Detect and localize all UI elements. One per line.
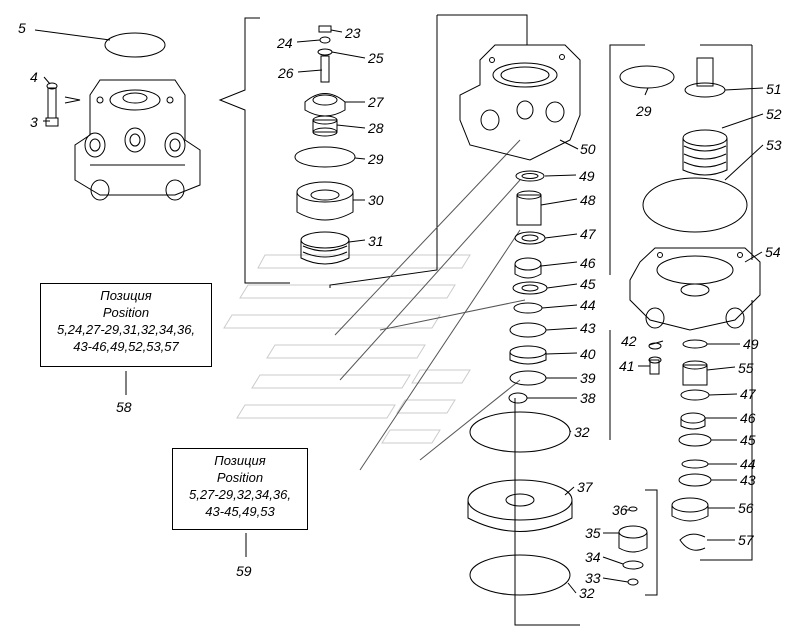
label-5: 5	[18, 20, 26, 36]
kit-ref-58: 58	[116, 399, 132, 415]
label-53: 53	[766, 137, 782, 153]
label-49a: 49	[579, 168, 595, 184]
label-30: 30	[368, 192, 384, 208]
kit-positions-line2: 43-45,49,53	[205, 504, 275, 519]
label-54: 54	[765, 244, 781, 260]
label-27: 27	[367, 94, 385, 110]
label-41: 41	[619, 358, 635, 374]
label-23: 23	[344, 25, 361, 41]
kit-title-ru: Позиция	[100, 288, 152, 303]
kit-box-58: Позиция Position 5,24,27-29,31,32,34,36,…	[40, 283, 212, 367]
parts-stack-51-53	[619, 57, 748, 233]
label-47a: 47	[580, 226, 597, 242]
kit-box-59: Позиция Position 5,27-29,32,34,36, 43-45…	[172, 448, 308, 530]
label-29a: 29	[367, 151, 384, 167]
label-37: 37	[577, 479, 594, 495]
label-32a: 32	[574, 424, 590, 440]
housing-top-50	[459, 44, 581, 161]
label-56: 56	[738, 500, 754, 516]
parts-stack-41-57	[648, 339, 712, 551]
label-36: 36	[612, 502, 628, 518]
label-35: 35	[585, 525, 601, 541]
label-31: 31	[368, 233, 384, 249]
label-29b: 29	[635, 103, 652, 119]
label-46b: 46	[740, 410, 756, 426]
label-26: 26	[277, 65, 294, 81]
label-38: 38	[580, 390, 596, 406]
label-49b: 49	[743, 336, 759, 352]
label-33: 33	[585, 570, 601, 586]
label-42: 42	[621, 333, 637, 349]
bracket-small	[645, 489, 658, 596]
label-44a: 44	[580, 297, 596, 313]
label-43a: 43	[580, 320, 596, 336]
kit-positions-line2: 43-46,49,52,53,57	[73, 339, 179, 354]
label-52: 52	[766, 106, 782, 122]
kit-title-ru: Позиция	[214, 453, 266, 468]
seal-ring-5	[104, 32, 166, 58]
label-39: 39	[580, 370, 596, 386]
label-51: 51	[766, 81, 782, 97]
part-labels: 5 4 3 23 24 25 26 27 28 29 30 31 50 49 4…	[18, 20, 782, 601]
label-50: 50	[580, 141, 596, 157]
housing-bottom-54	[629, 247, 761, 331]
kit-title-en: Position	[216, 470, 264, 485]
label-48: 48	[580, 192, 596, 208]
kit-ref-59: 59	[236, 563, 252, 579]
parts-stack-23-31	[294, 25, 356, 265]
label-28: 28	[367, 120, 384, 136]
label-44b: 44	[740, 456, 756, 472]
label-4: 4	[30, 69, 38, 85]
label-46a: 46	[580, 255, 596, 271]
label-32b: 32	[579, 585, 595, 601]
label-45a: 45	[580, 276, 596, 292]
label-57: 57	[738, 532, 755, 548]
label-leaders	[34, 29, 764, 594]
label-40: 40	[580, 346, 596, 362]
label-34: 34	[585, 549, 601, 565]
label-47b: 47	[740, 386, 757, 402]
bracket-frame-left	[218, 17, 290, 284]
valve-body-assembly-left	[45, 32, 201, 201]
parts-stack-37-49	[467, 170, 573, 596]
label-55: 55	[738, 360, 754, 376]
parts-stack-33-36	[618, 506, 648, 586]
watermark-logo	[223, 254, 471, 444]
label-25: 25	[367, 50, 384, 66]
label-24: 24	[276, 35, 293, 51]
label-45b: 45	[740, 432, 756, 448]
label-43b: 43	[740, 472, 756, 488]
label-3: 3	[30, 114, 38, 130]
bracket-frame-center	[329, 15, 438, 288]
kit-title-en: Position	[102, 305, 150, 320]
kit-positions-line1: 5,27-29,32,34,36,	[189, 487, 291, 502]
bracket-frame-right	[609, 44, 645, 275]
kit-positions-line1: 5,24,27-29,31,32,34,36,	[56, 322, 196, 337]
